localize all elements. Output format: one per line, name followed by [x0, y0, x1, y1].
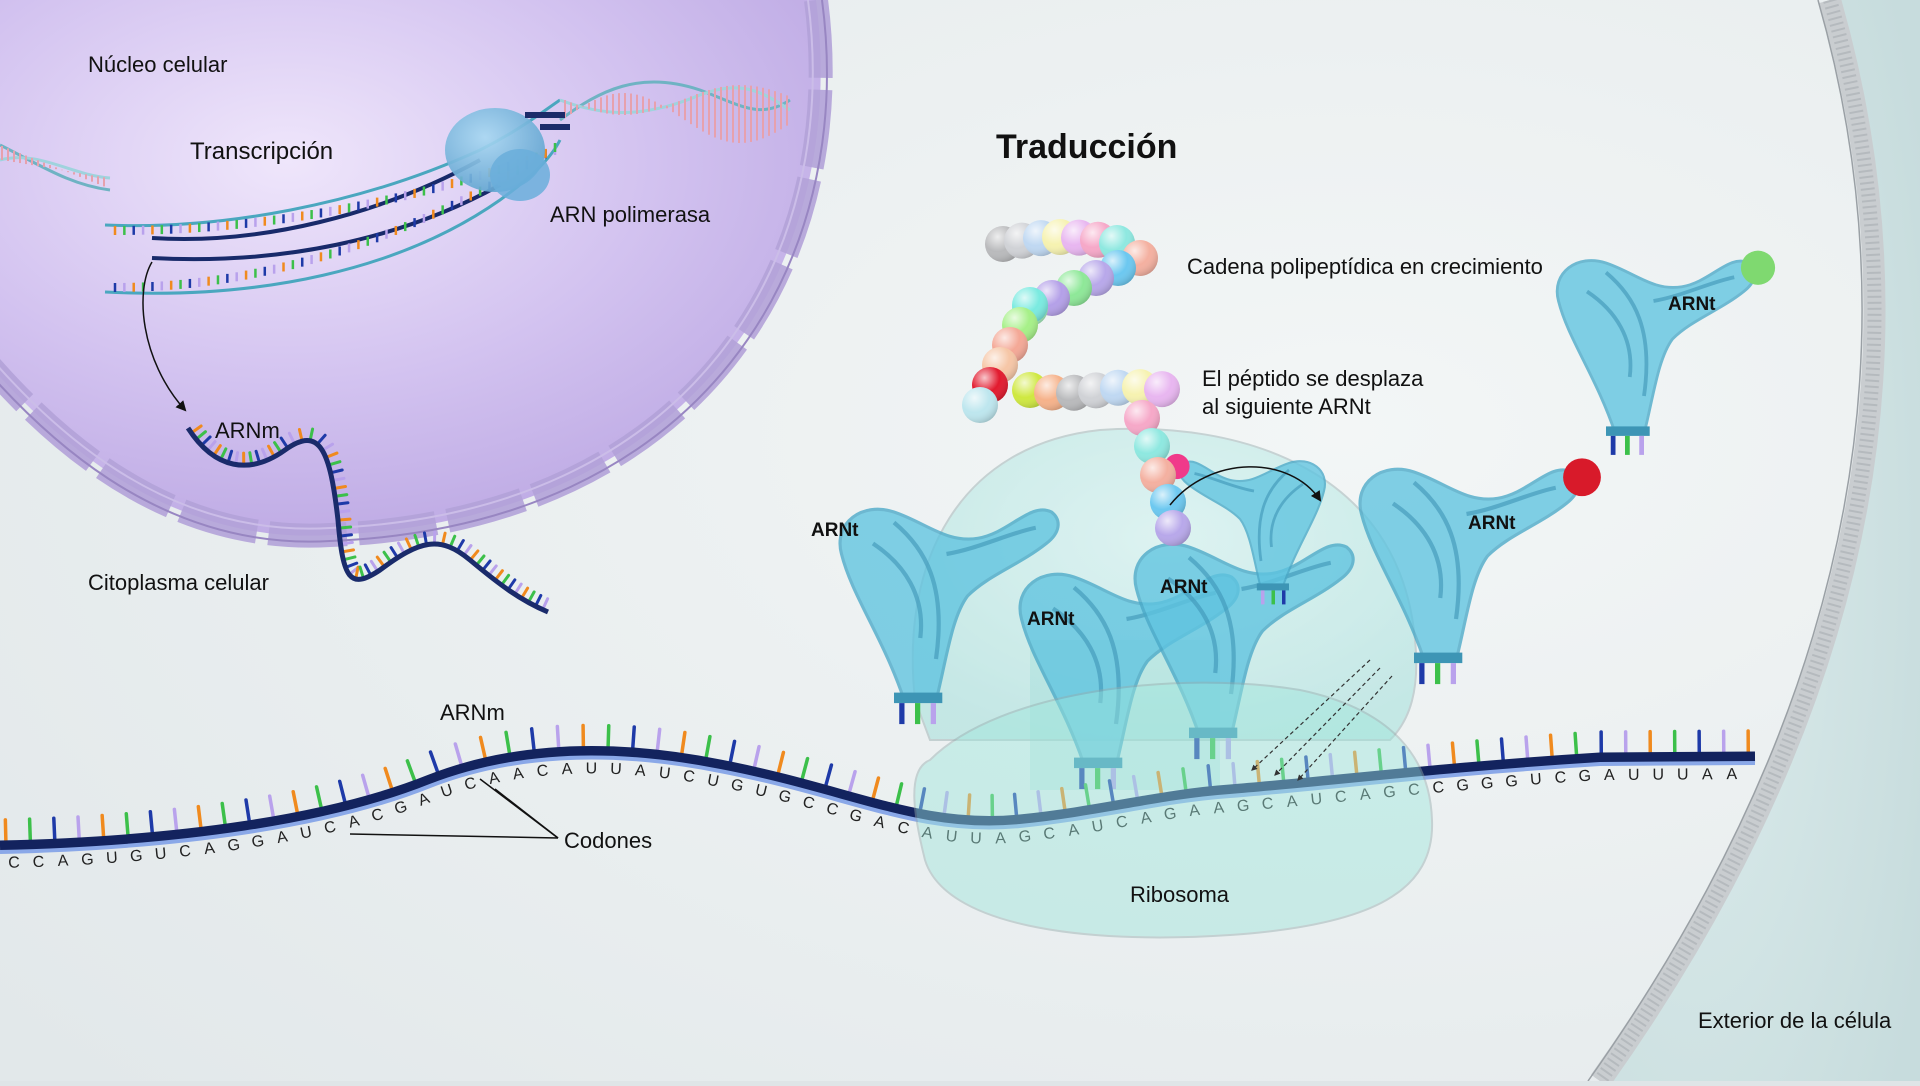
nucleus-mrna-label: ARNm [215, 418, 280, 444]
codon-letter: U [658, 764, 672, 782]
codon-letter: C [32, 854, 44, 871]
codon-letter: A [561, 761, 573, 778]
ribosome-label: Ribosoma [1130, 882, 1229, 908]
codon-letter: G [81, 851, 94, 869]
codon-letter: U [1677, 766, 1689, 783]
codons-label: Codones [564, 828, 652, 854]
codon-letter: G [1456, 777, 1470, 795]
codon-letter: A [1726, 766, 1737, 783]
exterior-label: Exterior de la célula [1698, 1008, 1891, 1034]
codon-letter: G [1505, 773, 1519, 791]
codon-letter: U [1652, 767, 1664, 784]
codon-letter: C [536, 762, 549, 780]
codon-letter: G [129, 848, 143, 866]
codon-letter: U [1628, 767, 1640, 784]
peptide-move-line2: al siguiente ARNt [1202, 393, 1462, 421]
codon-letter: G [1578, 768, 1592, 786]
trna-label-left: ARNt [811, 520, 859, 542]
peptide-move-line1: El péptido se desplaza [1202, 365, 1462, 393]
codon-letter: U [1530, 771, 1543, 789]
trna-label-right: ARNt [1468, 513, 1516, 535]
codon-letter: U [154, 845, 167, 863]
codon-letter: A [57, 853, 69, 871]
codon-letter: U [106, 850, 119, 868]
codon-letter: A [634, 762, 646, 780]
codon-letter: G [1480, 775, 1494, 793]
codon-letter: U [586, 760, 598, 777]
trna-label-inner: ARNt [1027, 609, 1075, 631]
codon-letter: C [8, 854, 20, 871]
translation-title: Traducción [996, 128, 1177, 167]
cytoplasm-label: Citoplasma celular [88, 570, 269, 596]
codon-letter: C [1432, 779, 1445, 797]
codon-letter: C [178, 843, 191, 861]
codon-letter: G [250, 833, 265, 852]
codon-letter: G [226, 836, 241, 855]
codon-letter: A [1702, 766, 1713, 783]
transcription-label: Transcripción [190, 138, 333, 166]
nucleus-label: Núcleo celular [88, 52, 227, 78]
codon-letter: C [1554, 769, 1567, 787]
codon-letter: U [610, 761, 622, 778]
codon-letter: A [1604, 767, 1615, 784]
rna-polymerase-label: ARN polimerasa [550, 202, 710, 228]
trna-label-center: ARNt [1160, 577, 1208, 599]
mrna-label: ARNm [440, 700, 505, 726]
growing-chain-label: Cadena polipeptídica en crecimiento [1187, 254, 1543, 280]
trna-label-top-right: ARNt [1668, 294, 1716, 316]
peptide-move-label: El péptido se desplaza al siguiente ARNt [1202, 365, 1462, 421]
